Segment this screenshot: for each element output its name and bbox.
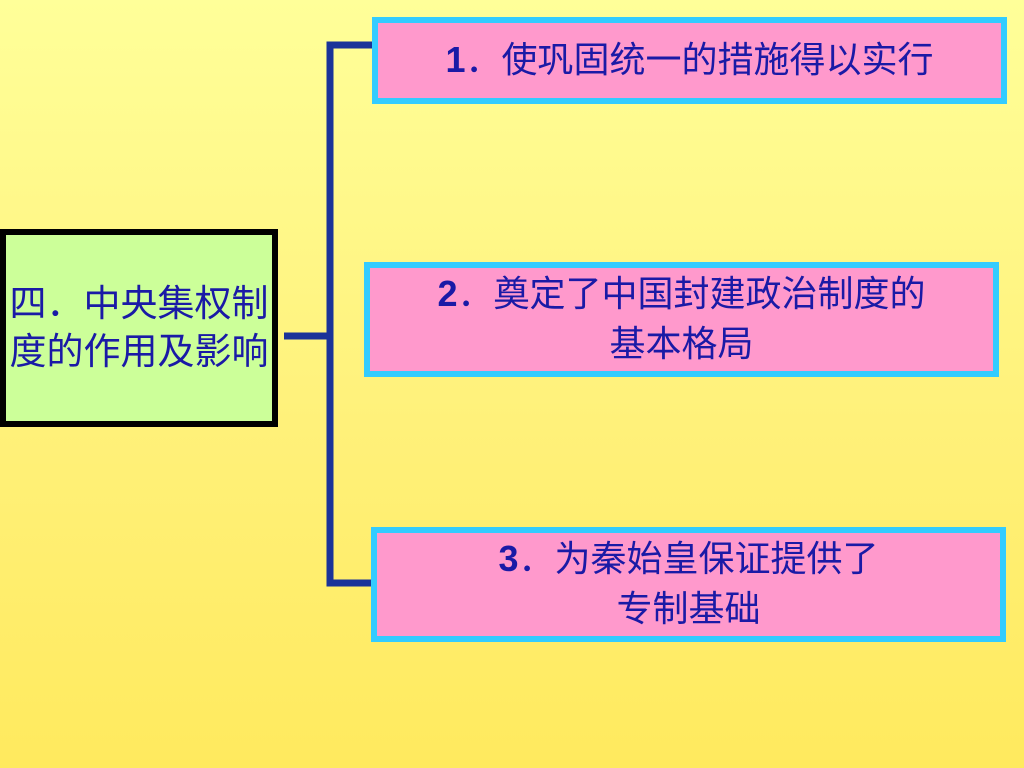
branch-1-number: 1 [445,39,466,80]
branch-3-text: 为秦始皇保证提供了 [554,539,879,580]
branch-2-line-1: 2．奠定了中国封建政治制度的 [437,269,925,320]
branch-3-box: 3．为秦始皇保证提供了 专制基础 [371,527,1006,642]
branch-1-separator: ． [465,40,502,81]
branch-2-separator: ． [457,274,494,315]
branch-3-line-2: 专制基础 [616,589,761,630]
branch-2-box: 2．奠定了中国封建政治制度的 基本格局 [364,262,999,377]
branch-3-line-1: 3．为秦始皇保证提供了 [498,534,878,585]
branch-1-line-1: 1．使巩固统一的措施得以实行 [445,35,933,86]
branch-1-box: 1．使巩固统一的措施得以实行 [372,17,1007,104]
branch-2-text: 奠定了中国封建政治制度的 [493,274,926,315]
branch-1-text: 使巩固统一的措施得以实行 [501,40,934,81]
branch-3-number: 3 [498,538,519,579]
root-topic-label: 四．中央集权制度的作用及影响 [9,282,269,373]
branch-2-line-2: 基本格局 [609,324,754,365]
branch-2-number: 2 [437,273,458,314]
branch-3-separator: ． [518,539,555,580]
root-topic-box: 四．中央集权制度的作用及影响 [0,229,278,427]
